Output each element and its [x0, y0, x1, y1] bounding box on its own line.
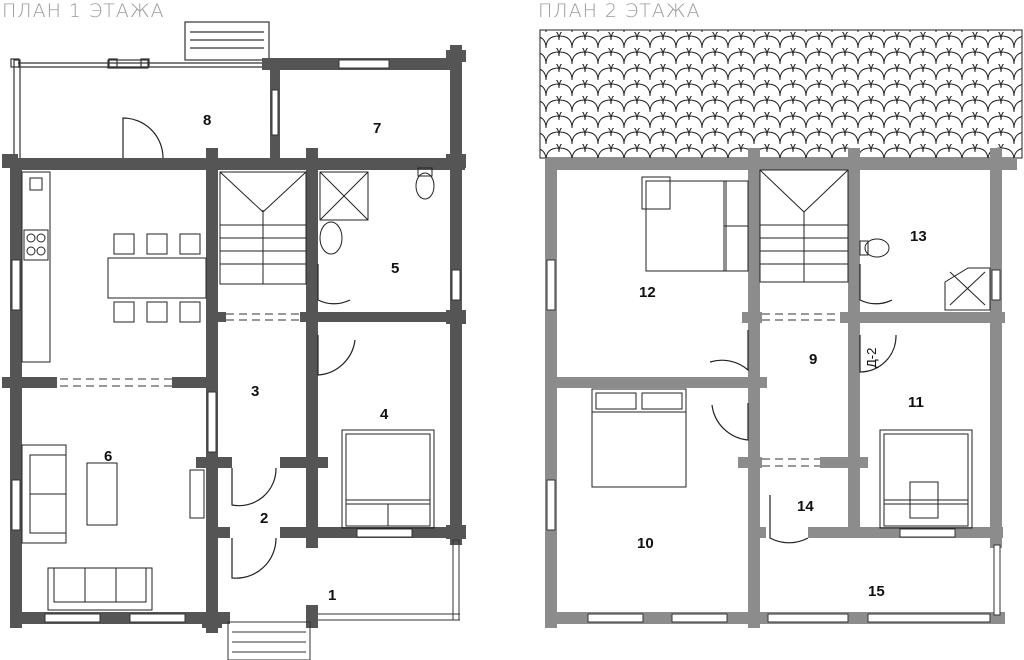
living-furniture-1 — [21, 444, 205, 611]
room-label-2: 2 — [260, 510, 268, 527]
door-label-d2: Д-2 — [864, 348, 879, 368]
bed-room-11 — [879, 429, 973, 529]
room-label-14: 14 — [797, 498, 814, 515]
plan-2: 9 10 11 12 13 14 15 Д-2 — [539, 29, 1023, 628]
openings-floor-1 — [60, 313, 300, 387]
room-label-1: 1 — [328, 587, 336, 604]
stairs-floor-2 — [759, 169, 849, 283]
doors-floor-1 — [122, 117, 356, 579]
windows-floor-1 — [11, 59, 461, 623]
openings-floor-2 — [762, 313, 840, 467]
room-label-7: 7 — [373, 120, 381, 137]
bed-room-10 — [591, 388, 687, 488]
walls-floor-2 — [545, 148, 1017, 628]
room-label-15: 15 — [868, 583, 885, 600]
doors-floor-2 — [709, 264, 897, 544]
bed-room-4 — [341, 429, 435, 529]
walls-floor-1 — [2, 45, 466, 633]
room-label-10: 10 — [637, 535, 654, 552]
room-label-12: 12 — [639, 284, 656, 301]
room-label-11: 11 — [908, 394, 924, 411]
room-label-6: 6 — [104, 448, 112, 465]
stairs-floor-1 — [219, 171, 307, 285]
plan-2-title: ПЛАН 2 ЭТАЖА — [538, 0, 701, 22]
room-label-4: 4 — [380, 406, 389, 423]
room-label-3: 3 — [251, 383, 259, 400]
room-label-9: 9 — [809, 351, 817, 368]
room-label-13: 13 — [910, 228, 927, 245]
bath-fixtures-1 — [319, 167, 435, 255]
room-label-8: 8 — [203, 112, 211, 129]
roof-hatch — [539, 29, 1023, 159]
kitchen-1 — [21, 171, 207, 363]
room-label-5: 5 — [391, 260, 399, 277]
bed-room-12 — [641, 176, 749, 272]
windows-floor-2 — [546, 259, 1001, 623]
porch-1 — [227, 539, 460, 660]
plan-1-title: ПЛАН 1 ЭТАЖА — [2, 0, 165, 22]
terrace-outline — [10, 21, 270, 161]
plan-1: 1 2 3 4 5 6 7 8 — [2, 21, 466, 660]
bath-fixtures-2 — [859, 238, 991, 311]
